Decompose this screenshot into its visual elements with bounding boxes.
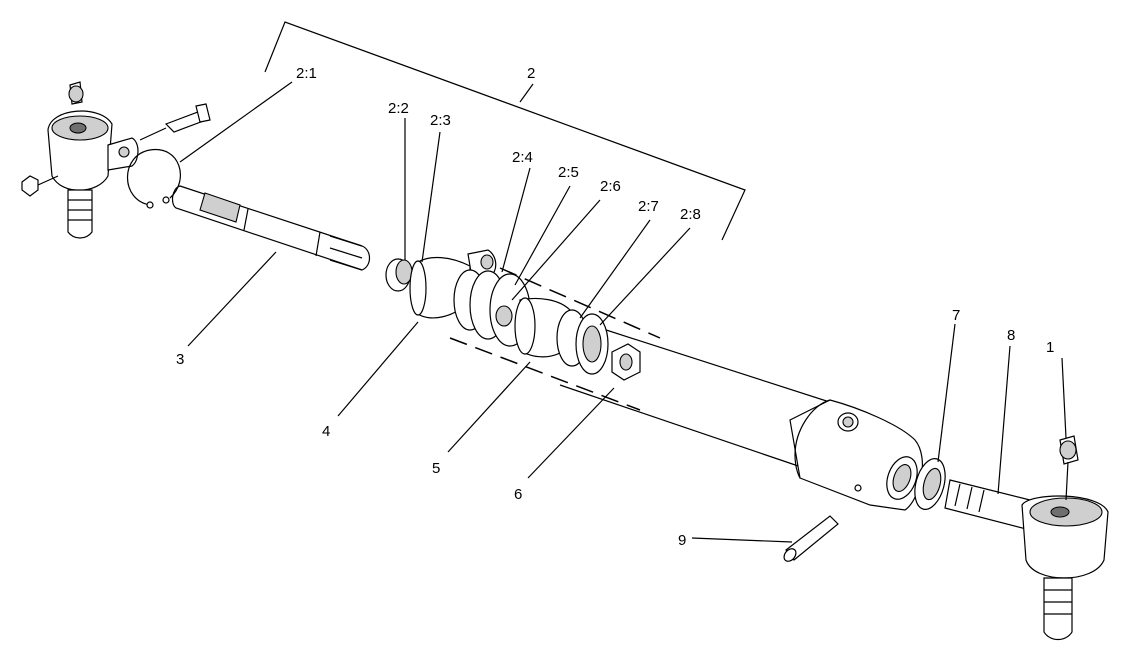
roll-pin: [783, 515, 839, 562]
left-tie-rod-end: [21, 81, 211, 239]
callouts: 2 2:1 2:2 2:3 2:4 2:5 2:6 2:7 2:8 3 4 5 …: [176, 65, 1054, 549]
callout-2-6: 2:6: [600, 178, 621, 195]
callout-3: 3: [176, 351, 184, 368]
callout-2: 2: [527, 65, 535, 82]
callout-1: 1: [1046, 339, 1054, 356]
callout-2-1: 2:1: [296, 65, 317, 82]
assembly-2-bracket: [264, 21, 746, 241]
callout-2-7: 2:7: [638, 198, 659, 215]
callout-2-8: 2:8: [680, 206, 701, 223]
cylinder-tube: [559, 327, 923, 511]
callout-4: 4: [322, 423, 330, 440]
callout-6: 6: [514, 486, 522, 503]
callout-7: 7: [952, 307, 960, 324]
callout-9: 9: [678, 532, 686, 549]
retaining-ring: [127, 149, 181, 209]
callout-2-2: 2:2: [388, 100, 409, 117]
gland-assembly: [385, 249, 641, 381]
callout-2-3: 2:3: [430, 112, 451, 129]
piston-rod: [171, 185, 371, 271]
callout-2-5: 2:5: [558, 164, 579, 181]
alignment-lines: [449, 267, 661, 411]
right-tie-rod-end: [914, 435, 1109, 641]
callout-2-4: 2:4: [512, 149, 533, 166]
callout-8: 8: [1007, 327, 1015, 344]
leader-lines: [179, 81, 1067, 543]
callout-5: 5: [432, 460, 440, 477]
